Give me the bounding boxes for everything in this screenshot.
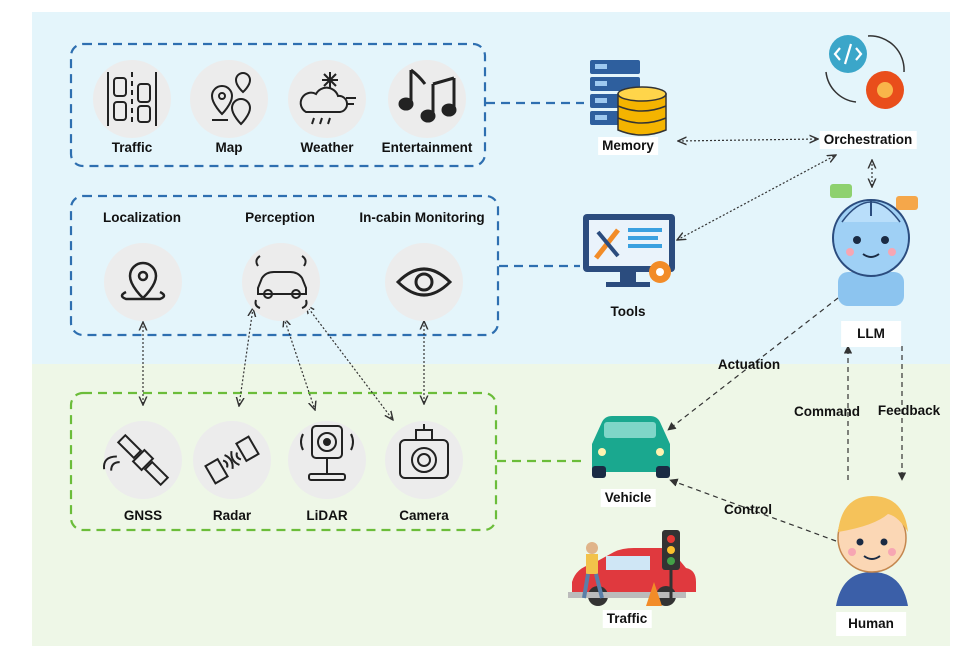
music-notes-icon — [398, 68, 457, 123]
weather-icon — [299, 72, 356, 125]
human-label: Human — [836, 612, 906, 636]
traffic-scene-label: Traffic — [602, 610, 652, 628]
in-cabin-monitoring-label: In-cabin Monitoring — [359, 210, 485, 225]
gnss-label: GNSS — [123, 508, 163, 523]
car-sensing-icon — [254, 255, 308, 309]
perception-label: Perception — [245, 210, 315, 225]
actuation-edge-label: Actuation — [717, 357, 781, 372]
tools-monitor-icon — [583, 214, 675, 287]
weather-label: Weather — [300, 140, 354, 155]
map-pins-icon — [210, 72, 252, 126]
radar-label: Radar — [212, 508, 252, 523]
feedback-edge-label: Feedback — [877, 403, 941, 418]
camera-label: Camera — [399, 508, 449, 523]
memory-database-icon — [590, 60, 667, 136]
radar-icon — [204, 435, 260, 485]
vehicle-label: Vehicle — [600, 489, 656, 507]
tools-label: Tools — [610, 304, 646, 319]
traffic-scene-icon — [568, 530, 696, 606]
vehicle-car-icon — [592, 416, 670, 478]
command-edge-label: Command — [793, 404, 861, 419]
traffic-info-label: Traffic — [111, 140, 153, 155]
human-avatar-icon — [836, 496, 908, 606]
map-label: Map — [215, 140, 243, 155]
localization-label: Localization — [102, 210, 182, 225]
llm-robot-icon — [830, 184, 918, 306]
bottom-panel — [32, 364, 950, 646]
orchestration-label: Orchestration — [819, 131, 917, 149]
eye-icon — [395, 267, 453, 297]
memory-label: Memory — [598, 137, 658, 155]
control-edge-label: Control — [724, 502, 772, 517]
camera-icon — [399, 424, 449, 479]
top-group-box — [69, 42, 487, 168]
llm-label: LLM — [841, 321, 901, 347]
traffic-road-icon — [107, 72, 157, 126]
satellite-icon — [102, 433, 170, 487]
location-pin-icon — [120, 261, 166, 301]
entertainment-label: Entertainment — [381, 140, 473, 155]
lidar-label: LiDAR — [306, 508, 348, 523]
lidar-icon — [300, 425, 354, 481]
orchestration-icon — [825, 35, 905, 109]
